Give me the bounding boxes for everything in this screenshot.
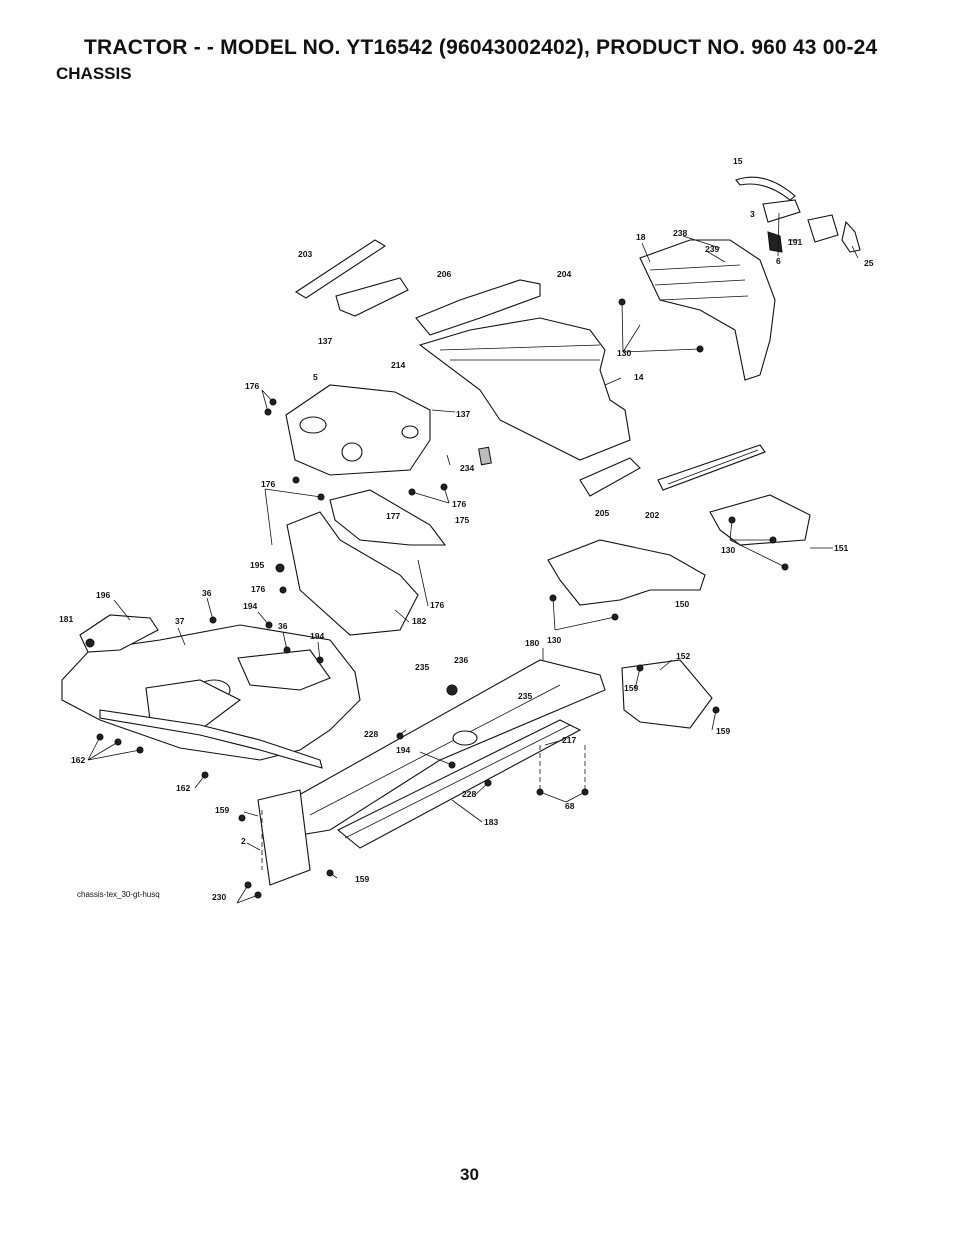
callout: 236 (454, 655, 468, 665)
callout: 238 (673, 228, 687, 238)
callout: 176 (430, 600, 444, 610)
callout: 6 (776, 256, 781, 266)
callout: 177 (386, 511, 400, 521)
callout: 176 (251, 584, 265, 594)
callout: 130 (721, 545, 735, 555)
footboard (61, 614, 361, 769)
callout: 194 (243, 601, 257, 611)
side-panels (286, 444, 811, 636)
callout: 137 (456, 409, 470, 419)
callout: 194 (396, 745, 410, 755)
callout: 14 (634, 372, 644, 382)
callout: 25 (864, 258, 874, 268)
callout: 152 (676, 651, 690, 661)
callout: 214 (391, 360, 405, 370)
callout: 235 (415, 662, 429, 672)
leader-lines (87, 212, 859, 904)
callout: 68 (565, 801, 575, 811)
callout: 235 (518, 691, 532, 701)
callout: 239 (705, 244, 719, 254)
callout: 183 (484, 817, 498, 827)
callout: 196 (96, 590, 110, 600)
callout: 175 (455, 515, 469, 525)
callout: 176 (245, 381, 259, 391)
callout: 3 (750, 209, 755, 219)
hood-front-parts (639, 176, 861, 381)
frame (257, 659, 713, 886)
callout: 36 (278, 621, 288, 631)
callout: 176 (261, 479, 275, 489)
callout: 18 (636, 232, 646, 242)
dash-top-parts (285, 239, 631, 476)
callout: 194 (310, 631, 324, 641)
callout: 228 (462, 789, 476, 799)
callout: 234 (460, 463, 474, 473)
callout: 151 (834, 543, 848, 553)
callout: 206 (437, 269, 451, 279)
callout: 15 (733, 156, 743, 166)
callout: 5 (313, 372, 318, 382)
callout: 162 (71, 755, 85, 765)
page-title: TRACTOR - - MODEL NO. YT16542 (960430024… (84, 36, 878, 59)
callout: 182 (412, 616, 426, 626)
callout: 176 (452, 499, 466, 509)
callout: 150 (675, 599, 689, 609)
callout: 191 (788, 237, 802, 247)
callout: 36 (202, 588, 212, 598)
callout: 205 (595, 508, 609, 518)
page-number: 30 (460, 1165, 479, 1184)
callout: 159 (215, 805, 229, 815)
callout: 159 (716, 726, 730, 736)
callout: 230 (212, 892, 226, 902)
callout: 2 (241, 836, 246, 846)
callout-labels: 15 3 191 6 25 18 238 239 203 206 204 137… (59, 156, 874, 902)
callout: 204 (557, 269, 571, 279)
callout: 180 (525, 638, 539, 648)
diagram-file-name: chassis-tex_30-gt-husq (77, 890, 160, 899)
callout: 202 (645, 510, 659, 520)
callout: 181 (59, 614, 73, 624)
callout: 37 (175, 616, 185, 626)
callout: 162 (176, 783, 190, 793)
callout: 217 (562, 735, 576, 745)
callout: 159 (624, 683, 638, 693)
callout: 137 (318, 336, 332, 346)
callout: 195 (250, 560, 264, 570)
section-title: CHASSIS (56, 64, 132, 83)
callout: 159 (355, 874, 369, 884)
callout: 130 (617, 348, 631, 358)
callout: 130 (547, 635, 561, 645)
callout: 228 (364, 729, 378, 739)
callout: 203 (298, 249, 312, 259)
